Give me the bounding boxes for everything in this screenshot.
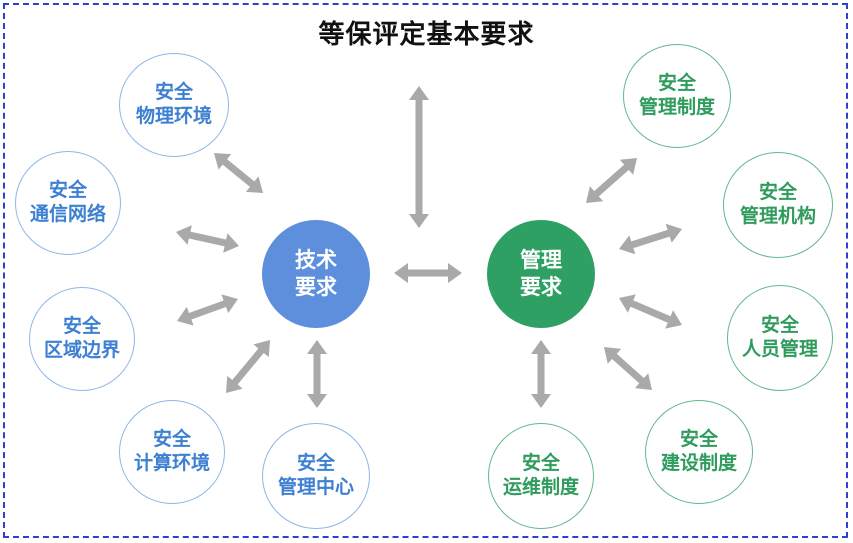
node-communication-network: 安全 通信网络 (15, 151, 121, 255)
node-communication-network-line1: 安全 (48, 179, 87, 202)
node-area-boundary: 安全 区域边界 (29, 287, 135, 391)
node-area-boundary-line2: 区域边界 (43, 339, 120, 361)
node-management-center-line2: 管理中心 (277, 476, 354, 498)
arrow-network-to-tech (176, 225, 240, 253)
hub-technical-line1: 技术 (295, 247, 337, 272)
hub-management-requirements: 管理 要求 (487, 220, 595, 328)
arrow-mgmt-to-construction (604, 347, 652, 390)
node-computing-environment-line1: 安全 (152, 428, 191, 451)
arrow-center-to-tech (307, 340, 327, 408)
node-computing-environment: 安全 计算环境 (119, 400, 225, 504)
node-operation-system-line1: 安全 (521, 452, 560, 475)
node-personnel-management-line1: 安全 (760, 314, 799, 337)
arrow-title-vertical (409, 86, 429, 228)
arrow-mgmt-to-system (585, 158, 637, 203)
node-personnel-management-line2: 人员管理 (741, 338, 818, 360)
node-management-organization-line1: 安全 (758, 181, 797, 204)
node-personnel-management: 安全 人员管理 (727, 285, 833, 391)
arrow-computing-to-tech (226, 340, 270, 393)
node-construction-system-line1: 安全 (679, 428, 718, 451)
node-management-system-line2: 管理制度 (638, 96, 715, 118)
node-area-boundary-line1: 安全 (62, 315, 101, 338)
node-operation-system-line2: 运维制度 (502, 476, 579, 498)
node-management-organization-line2: 管理机构 (739, 205, 816, 227)
node-physical-environment-line1: 安全 (154, 81, 193, 104)
hub-technical-requirements: 技术 要求 (262, 220, 370, 328)
arrow-mgmt-to-organization (619, 223, 682, 255)
node-management-system-line1: 安全 (657, 72, 696, 95)
node-communication-network-line2: 通信网络 (29, 203, 106, 225)
node-computing-environment-line2: 计算环境 (133, 452, 210, 474)
arrow-physical-to-tech (214, 153, 264, 194)
node-operation-system: 安全 运维制度 (488, 423, 594, 529)
node-construction-system: 安全 建设制度 (645, 400, 753, 504)
node-physical-environment: 安全 物理环境 (119, 53, 229, 157)
arrow-boundary-to-tech (177, 294, 238, 326)
node-construction-system-line2: 建设制度 (660, 452, 737, 474)
diagram-title: 等保评定基本要求 (318, 20, 535, 50)
hub-management-line1: 管理 (520, 247, 562, 272)
node-management-organization: 安全 管理机构 (723, 152, 833, 258)
node-management-system: 安全 管理制度 (623, 44, 731, 148)
hub-technical-line2: 要求 (295, 275, 337, 299)
node-physical-environment-line2: 物理环境 (135, 105, 212, 127)
arrow-mgmt-to-operation (531, 340, 551, 408)
arrow-tech-mgmt (394, 263, 462, 283)
arrow-mgmt-to-personnel (618, 294, 682, 329)
node-management-center: 安全 管理中心 (262, 423, 370, 529)
node-management-center-line1: 安全 (296, 452, 335, 475)
hub-management-line2: 要求 (520, 275, 562, 299)
